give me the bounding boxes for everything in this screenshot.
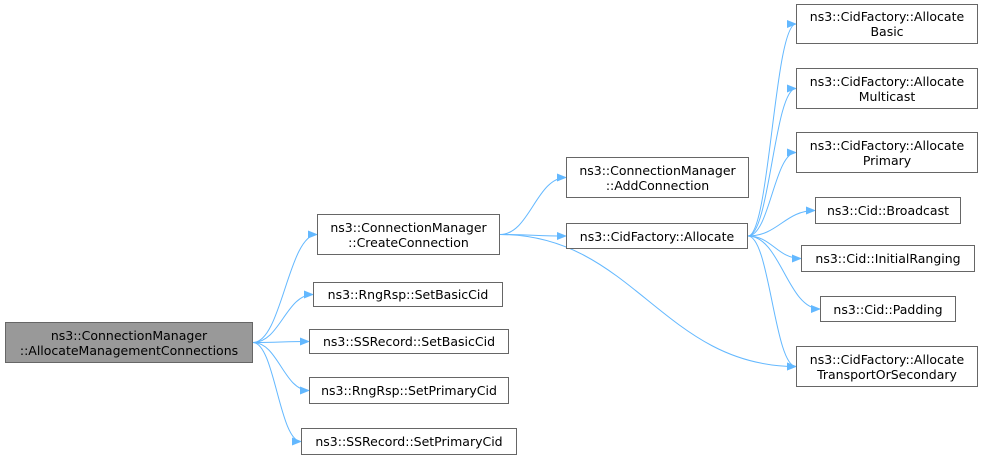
- node-line: TransportOrSecondary: [817, 366, 957, 382]
- node-line: ns3::Cid::InitialRanging: [815, 251, 961, 266]
- edge-allocate_mgmt-to-rngrsp_setprimary: [252, 342, 310, 395]
- node-line: ns3::RngRsp::SetPrimaryCid: [321, 383, 497, 398]
- edge-allocate_mgmt-to-ssrecord_setbasic: [252, 337, 310, 346]
- node-line: Multicast: [858, 88, 916, 104]
- node-line: Primary: [862, 152, 912, 168]
- edge-cidfactory_allocate-to-allocate_primary: [747, 148, 797, 237]
- node-line: ns3::ConnectionManager: [330, 219, 487, 235]
- node-line: ::AddConnection: [605, 177, 710, 193]
- edge-allocate_mgmt-to-rngrsp_setbasic: [252, 290, 314, 343]
- edge-cidfactory_allocate-to-allocate_multicast: [747, 84, 797, 237]
- node-cid-broadcast[interactable]: ns3::Cid::Broadcast: [815, 197, 961, 224]
- edge-cidfactory_allocate-to-allocate_basic: [747, 20, 797, 237]
- node-create-connection[interactable]: ns3::ConnectionManager ::CreateConnectio…: [317, 214, 500, 255]
- node-line: ns3::ConnectionManager: [50, 327, 208, 343]
- edge-create_connection-to-add_connection: [499, 173, 567, 235]
- edge-cidfactory_allocate-to-cid_initialranging: [747, 235, 802, 263]
- node-line: ns3::CidFactory::Allocate: [809, 9, 965, 24]
- node-rngrsp-setprimarycid[interactable]: ns3::RngRsp::SetPrimaryCid: [309, 377, 509, 404]
- node-rngrsp-setbasiccid[interactable]: ns3::RngRsp::SetBasicCid: [313, 282, 503, 307]
- node-cid-initialranging[interactable]: ns3::Cid::InitialRanging: [801, 245, 975, 272]
- node-allocate-multicast[interactable]: ns3::CidFactory::Allocate Multicast: [796, 68, 978, 109]
- edge-cidfactory_allocate-to-allocate_transport: [747, 235, 797, 371]
- node-line: ns3::Cid::Broadcast: [827, 203, 949, 218]
- node-line: ns3::ConnectionManager: [579, 162, 736, 178]
- node-line: ns3::CidFactory::Allocate: [579, 228, 735, 244]
- node-ssrecord-setprimarycid[interactable]: ns3::SSRecord::SetPrimaryCid: [301, 428, 517, 455]
- edge-cidfactory_allocate-to-cid_padding: [747, 235, 821, 313]
- node-line: ns3::SSRecord::SetPrimaryCid: [315, 434, 503, 449]
- node-line: ::CreateConnection: [348, 234, 469, 250]
- edge-create_connection-to-allocate_transport: [499, 234, 797, 371]
- node-line: ns3::SSRecord::SetBasicCid: [322, 334, 496, 349]
- node-line: ::AllocateManagementConnections: [19, 342, 239, 358]
- node-add-connection[interactable]: ns3::ConnectionManager ::AddConnection: [566, 157, 749, 198]
- node-ssrecord-setbasiccid[interactable]: ns3::SSRecord::SetBasicCid: [309, 329, 509, 354]
- node-line: ns3::CidFactory::Allocate: [809, 351, 965, 367]
- node-allocate-management-connections: ns3::ConnectionManager ::AllocateManagem…: [5, 322, 253, 363]
- node-line: Basic: [870, 24, 904, 39]
- node-line: ns3::CidFactory::Allocate: [809, 137, 965, 153]
- node-line: ns3::Cid::Padding: [833, 301, 943, 317]
- node-allocate-basic[interactable]: ns3::CidFactory::Allocate Basic: [796, 4, 978, 44]
- node-cidfactory-allocate[interactable]: ns3::CidFactory::Allocate: [566, 223, 748, 249]
- node-allocate-transport-or-secondary[interactable]: ns3::CidFactory::Allocate TransportOrSec…: [796, 346, 978, 387]
- node-cid-padding[interactable]: ns3::Cid::Padding: [820, 296, 956, 322]
- edge-cidfactory_allocate-to-cid_broadcast: [747, 206, 816, 237]
- node-line: ns3::CidFactory::Allocate: [809, 73, 965, 89]
- node-line: ns3::RngRsp::SetBasicCid: [327, 287, 489, 302]
- edge-allocate_mgmt-to-ssrecord_setprimary: [252, 342, 302, 446]
- edge-allocate_mgmt-to-create_connection: [252, 230, 318, 343]
- node-allocate-primary[interactable]: ns3::CidFactory::Allocate Primary: [796, 132, 978, 173]
